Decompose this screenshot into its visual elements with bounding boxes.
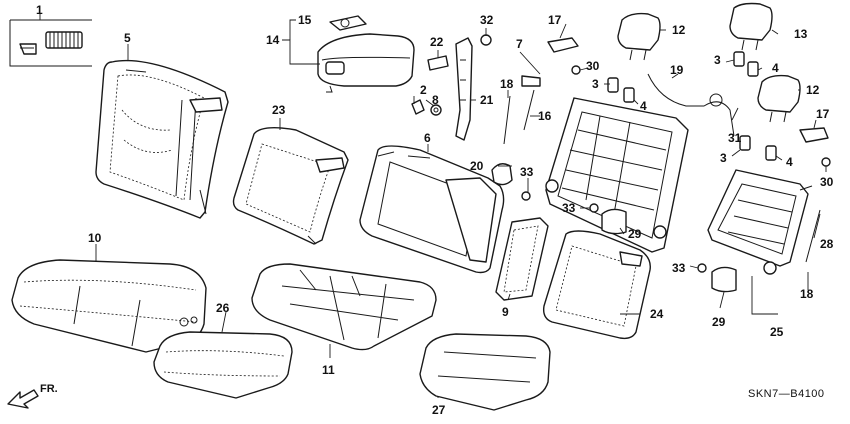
headrest-guides <box>607 51 777 161</box>
callout-1: 1 <box>36 3 43 17</box>
callout-30: 30 <box>586 59 600 73</box>
right-seat-back-pad-24 <box>542 230 651 340</box>
callout-20: 20 <box>470 159 484 173</box>
headrest-12-lower <box>757 74 801 123</box>
left-seat-cushion <box>11 259 207 353</box>
callout-labels: 1 2 3 3 3 4 4 4 5 6 7 8 9 10 11 12 12 13… <box>36 3 834 417</box>
seat-cushion-frame <box>251 263 437 351</box>
callout-32: 32 <box>480 13 494 27</box>
callout-33: 33 <box>562 201 576 215</box>
callout-12: 12 <box>672 23 686 37</box>
callout-10: 10 <box>88 231 102 245</box>
callout-7: 7 <box>516 37 523 51</box>
callout-25: 25 <box>770 325 784 339</box>
release-cables <box>503 73 821 263</box>
clip-kit-inset <box>9 14 92 67</box>
back-panel-9 <box>495 217 549 301</box>
small-seat-cushion-26 <box>153 331 293 399</box>
callout-17: 17 <box>548 13 562 27</box>
callout-9: 9 <box>502 305 509 319</box>
callout-27: 27 <box>432 403 446 417</box>
callout-15: 15 <box>298 13 312 27</box>
callout-2: 2 <box>420 83 427 97</box>
left-seat-back <box>95 59 229 219</box>
callout-30: 30 <box>820 175 834 189</box>
diagram-code: SKN7—B4100 <box>748 388 825 400</box>
callout-6: 6 <box>424 131 431 145</box>
callout-3: 3 <box>592 77 599 91</box>
callout-12: 12 <box>806 83 820 97</box>
callout-31: 31 <box>728 131 742 145</box>
main-seat-back-pad <box>359 145 505 274</box>
callout-19: 19 <box>670 63 684 77</box>
callout-21: 21 <box>480 93 494 107</box>
hinge-brackets <box>491 163 737 293</box>
callout-3: 3 <box>714 53 721 67</box>
seat-back-frame-upper <box>545 97 689 253</box>
callout-26: 26 <box>216 301 230 315</box>
callout-4: 4 <box>786 155 793 169</box>
armrest-assembly <box>317 15 415 93</box>
callout-33: 33 <box>672 261 686 275</box>
callout-22: 22 <box>430 35 444 49</box>
callout-18: 18 <box>500 77 514 91</box>
callout-16: 16 <box>538 109 552 123</box>
seat-back-frame-lower <box>707 169 813 275</box>
callout-13: 13 <box>794 27 808 41</box>
callout-5: 5 <box>124 31 131 45</box>
small-cushion-frame-27 <box>419 333 551 411</box>
callout-8: 8 <box>432 93 439 107</box>
callout-3: 3 <box>720 151 727 165</box>
callout-4: 4 <box>640 99 647 113</box>
headrest-13 <box>729 2 773 51</box>
direction-label: FR. <box>40 383 58 395</box>
callout-11: 11 <box>322 363 335 377</box>
headrest-12-upper <box>617 12 661 61</box>
center-seat-back <box>232 127 349 245</box>
callout-4: 4 <box>772 61 779 75</box>
leader-lines <box>95 19 827 398</box>
callout-29: 29 <box>712 315 726 329</box>
front-direction-arrow-icon <box>7 389 39 409</box>
center-bracket <box>455 34 492 141</box>
callout-23: 23 <box>272 103 286 117</box>
small-clips-group <box>411 55 449 116</box>
callout-17: 17 <box>816 107 830 121</box>
callout-14: 14 <box>266 33 280 47</box>
callout-29: 29 <box>628 227 642 241</box>
escutcheons <box>547 37 829 143</box>
callout-24: 24 <box>650 307 664 321</box>
callout-33: 33 <box>520 165 534 179</box>
callout-18: 18 <box>800 287 814 301</box>
callout-28: 28 <box>820 237 834 251</box>
